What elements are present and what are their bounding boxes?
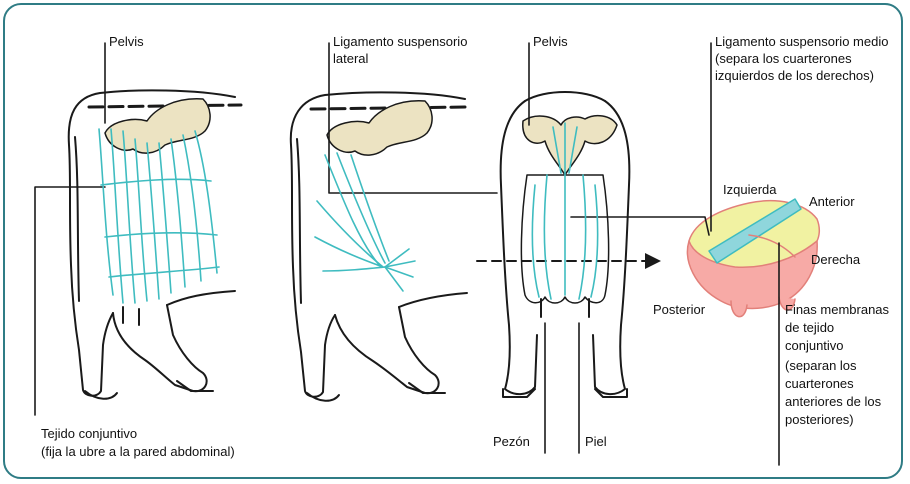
label-tejido-line2: (fija la ubre a la pared abdominal)	[41, 443, 235, 460]
label-finas-line3: conjuntivo	[785, 337, 844, 354]
label-anterior: Anterior	[809, 193, 855, 210]
label-pezon: Pezón	[493, 433, 530, 450]
cow2-strand-6	[323, 267, 385, 271]
label-finas-line5: cuarterones	[785, 375, 854, 392]
cow1-strand-8	[183, 135, 201, 281]
diagram-frame: Pelvis Ligamento suspensorio lateral Pel…	[3, 3, 903, 479]
cow1-strand-6	[159, 143, 171, 293]
cow1-strand-cross-1	[101, 179, 211, 185]
cow3-top	[525, 92, 605, 101]
cow1-strand-4	[135, 139, 147, 301]
label-piel: Piel	[585, 433, 607, 450]
direction-arrow-head	[645, 253, 661, 269]
cow1-strand-cross-3	[109, 267, 219, 277]
cow2-strand-5	[315, 237, 383, 267]
label-tejido-line1: Tejido conjuntivo	[41, 425, 137, 442]
cow1-strand-1	[99, 129, 113, 295]
cow2-belly	[399, 293, 467, 307]
label-pelvis-rear: Pelvis	[533, 33, 568, 50]
label-finas-line7: posteriores)	[785, 411, 854, 428]
label-ligamento-medio-line3: izquierdos de los derechos)	[715, 67, 874, 84]
label-ligamento-lateral-line2: lateral	[333, 50, 368, 67]
label-finas-line6: anteriores de los	[785, 393, 881, 410]
label-pelvis-left: Pelvis	[109, 33, 144, 50]
label-ligamento-medio-line1: Ligamento suspensorio medio	[715, 33, 888, 50]
label-finas-line1: Finas membranas	[785, 301, 889, 318]
cow1-belly	[167, 291, 235, 305]
label-derecha: Derecha	[811, 251, 860, 268]
label-ligamento-lateral-line1: Ligamento suspensorio	[333, 33, 467, 50]
cow1-strand-5	[147, 143, 159, 299]
cow1-tail	[75, 137, 79, 301]
cow2-strand-3	[351, 155, 389, 261]
cow2-hoof-front	[307, 393, 339, 401]
label-posterior: Posterior	[653, 301, 705, 318]
label-finas-line4: (separan los	[785, 357, 857, 374]
cow1-strand-3	[123, 131, 135, 303]
udder-cross-section	[687, 199, 819, 317]
cow2-strand-1	[325, 155, 381, 267]
label-izquierda: Izquierda	[723, 181, 776, 198]
label-ligamento-medio-line2: (separa los cuarterones	[715, 50, 852, 67]
cow1-strand-cross-2	[105, 233, 217, 237]
cow2-tail	[297, 139, 301, 303]
cow1-strand-7	[171, 139, 185, 287]
cow2-back-leg	[335, 307, 439, 393]
label-finas-line2: de tejido	[785, 319, 834, 336]
cow1-back-leg	[113, 305, 207, 391]
